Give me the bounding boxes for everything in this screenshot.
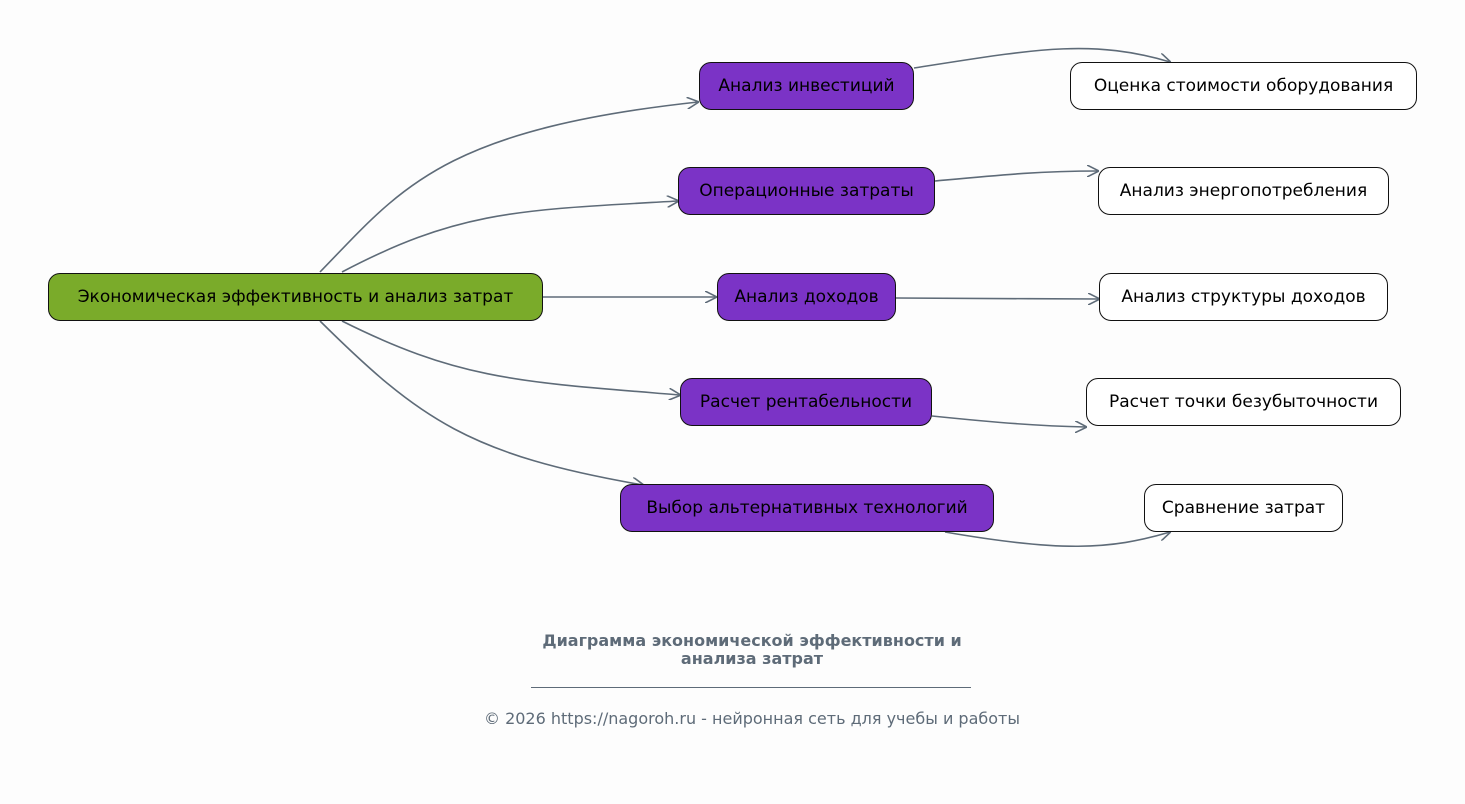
- leaf-node-label: Анализ структуры доходов: [1121, 287, 1366, 307]
- branch-node-income-analysis[interactable]: Анализ доходов: [717, 273, 896, 321]
- edge-root-to-branch-4: [341, 320, 680, 395]
- branch-node-label: Выбор альтернативных технологий: [646, 498, 968, 518]
- edge-root-to-branch-1: [319, 102, 698, 273]
- copyright-notice: © 2026 https://nagoroh.ru - нейронная се…: [483, 709, 1020, 728]
- branch-node-operating-costs[interactable]: Операционные затраты: [678, 167, 935, 215]
- branch-node-alternative-technologies[interactable]: Выбор альтернативных технологий: [620, 484, 994, 532]
- root-node-label: Экономическая эффективность и анализ зат…: [77, 287, 514, 307]
- diagram-caption-line-2: анализа затрат: [680, 649, 824, 668]
- footer-divider: [531, 687, 971, 688]
- edge-branch-1-to-leaf-1: [913, 47, 1170, 69]
- branch-node-label: Расчет рентабельности: [699, 392, 913, 412]
- branch-node-investment-analysis[interactable]: Анализ инвестиций: [699, 62, 914, 110]
- leaf-node-label: Оценка стоимости оборудования: [1093, 76, 1394, 96]
- leaf-node-label: Расчет точки безубыточности: [1108, 392, 1378, 412]
- branch-node-label: Операционные затраты: [699, 181, 914, 201]
- leaf-node-equipment-valuation[interactable]: Оценка стоимости оборудования: [1070, 62, 1417, 110]
- branch-node-label: Анализ инвестиций: [718, 76, 895, 96]
- leaf-node-cost-comparison[interactable]: Сравнение затрат: [1144, 484, 1343, 532]
- root-node[interactable]: Экономическая эффективность и анализ зат…: [48, 273, 543, 321]
- edge-branch-3-to-leaf-3: [895, 298, 1099, 299]
- edge-branch-5-to-leaf-5: [944, 532, 1170, 548]
- diagram-caption: Диаграмма экономической эффективности и …: [452, 632, 1052, 668]
- diagram-caption-line-1: Диаграмма экономической эффективности и: [542, 631, 962, 650]
- branch-node-profitability-calculation[interactable]: Расчет рентабельности: [680, 378, 932, 426]
- edge-root-to-branch-5: [319, 320, 643, 485]
- leaf-node-energy-consumption[interactable]: Анализ энергопотребления: [1098, 167, 1389, 215]
- leaf-node-income-structure[interactable]: Анализ структуры доходов: [1099, 273, 1388, 321]
- edge-branch-4-to-leaf-4: [931, 415, 1086, 427]
- branch-node-label: Анализ доходов: [734, 287, 879, 307]
- edge-root-to-branch-2: [341, 201, 678, 273]
- leaf-node-label: Анализ энергопотребления: [1119, 181, 1368, 201]
- edge-branch-2-to-leaf-2: [934, 171, 1098, 182]
- leaf-node-label: Сравнение затрат: [1161, 498, 1326, 518]
- leaf-node-break-even[interactable]: Расчет точки безубыточности: [1086, 378, 1401, 426]
